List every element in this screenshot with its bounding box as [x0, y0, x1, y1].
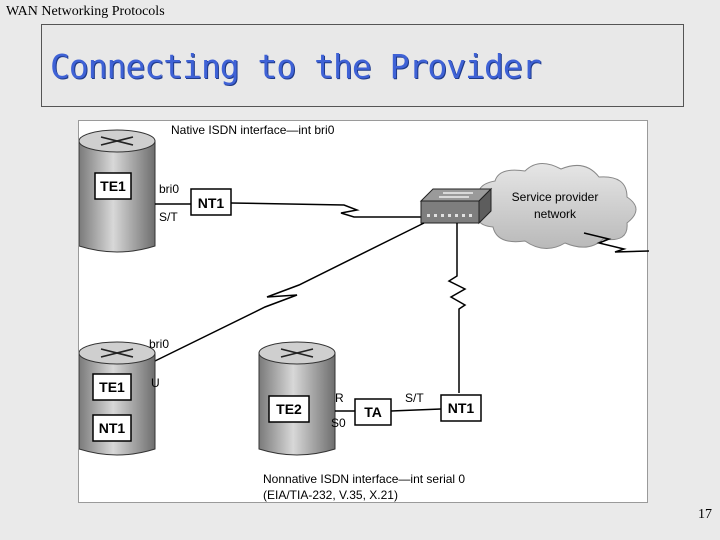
router-3-nt-label: NT1	[448, 400, 475, 416]
router-3-ref-s0: S0	[331, 416, 346, 430]
link-ta-nt1	[390, 408, 442, 412]
router-2-nt-label: NT1	[99, 420, 126, 436]
router-1-nt-box	[190, 188, 232, 216]
link-nt1-switch	[230, 202, 424, 218]
course-header: WAN Networking Protocols	[6, 4, 165, 19]
router-3-te-label: TE2	[276, 401, 302, 417]
router-3-nt-box	[440, 394, 482, 422]
router-2-port: bri0	[149, 337, 169, 351]
slide-title: Connecting to the Provider	[50, 47, 542, 86]
nonnative-caption-line2: (EIA/TIA-232, V.35, X.21)	[263, 488, 398, 502]
router-1-port: bri0	[159, 182, 179, 196]
router-2-te-label: TE1	[99, 379, 125, 395]
isdn-switch	[419, 187, 493, 225]
router-2-ref: U	[151, 376, 160, 390]
router-1-te-label: TE1	[100, 178, 126, 194]
cloud-label-line1: Service provider	[512, 190, 599, 204]
link-cloud-out	[583, 232, 650, 253]
router-3: TE2	[258, 341, 336, 456]
router-1: TE1	[78, 129, 156, 253]
router-arrows-icon	[100, 136, 134, 146]
router-1-ref: S/T	[159, 210, 178, 224]
router-1-nt-label: NT1	[198, 195, 225, 211]
router-2: TE1 NT1	[78, 341, 156, 456]
page-number: 17	[698, 507, 712, 522]
native-caption: Native ISDN interface—int bri0	[171, 123, 335, 137]
router-3-ta-box	[354, 398, 392, 426]
provider-cloud: Service provider network	[477, 163, 637, 249]
router-arrows-icon	[280, 348, 314, 358]
isdn-diagram: Native ISDN interface—int bri0 TE1 bri0 …	[78, 120, 650, 503]
isdn-diagram-svg: Native ISDN interface—int bri0 TE1 bri0 …	[78, 123, 650, 502]
switch-arrows-icon	[439, 192, 473, 198]
link-nt1-bottom-switch	[447, 223, 467, 393]
title-box: Connecting to the Provider	[41, 24, 684, 107]
router-3-ref-r: R	[335, 391, 344, 405]
router-3-ref-st: S/T	[405, 391, 424, 405]
cloud-label-line2: network	[534, 207, 577, 221]
nonnative-caption-line1: Nonnative ISDN interface—int serial 0	[263, 472, 465, 486]
router-3-ta-label: TA	[364, 404, 382, 420]
link-router2-switch	[154, 222, 425, 362]
router-arrows-icon	[100, 348, 134, 358]
